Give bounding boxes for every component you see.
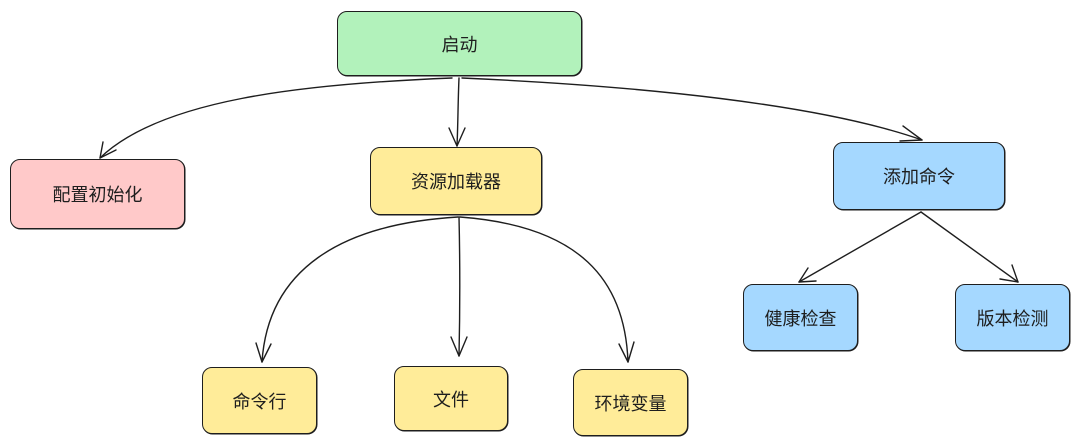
arrowhead-config — [99, 141, 117, 159]
edge-addcmd-version — [920, 211, 1019, 283]
node-env-vars[interactable]: 环境变量 — [573, 369, 688, 436]
node-config-init-label: 配置初始化 — [52, 185, 143, 206]
node-add-command[interactable]: 添加命令 — [833, 142, 1005, 210]
node-resource-loader[interactable]: 资源加载器 — [370, 147, 542, 215]
edge-start-addcmd — [461, 77, 923, 141]
node-health-check[interactable]: 健康检查 — [743, 284, 858, 351]
node-resource-loader-label: 资源加载器 — [411, 172, 501, 193]
edge-start-loader — [456, 77, 460, 147]
arrowhead-cmdline — [255, 342, 272, 363]
arrowhead-version — [999, 264, 1019, 283]
node-health-check-label: 健康检查 — [764, 308, 837, 330]
edge-loader-env — [459, 216, 629, 363]
node-command-line[interactable]: 命令行 — [202, 367, 317, 434]
arrowhead-file — [450, 336, 468, 357]
arrowhead-health — [798, 267, 817, 283]
node-file[interactable]: 文件 — [394, 366, 508, 431]
node-add-command-label: 添加命令 — [883, 167, 955, 188]
edge-loader-cmdline — [261, 216, 459, 363]
node-command-line-label: 命令行 — [232, 391, 287, 413]
node-version-check-label: 版本检测 — [976, 308, 1049, 330]
node-config-init[interactable]: 配置初始化 — [10, 159, 185, 229]
edge-start-config — [99, 77, 453, 159]
node-env-vars-label: 环境变量 — [594, 393, 667, 415]
node-file-label: 文件 — [433, 389, 469, 411]
edge-addcmd-health — [798, 211, 922, 283]
arrowhead-env — [618, 341, 635, 363]
arrowhead-addcmd — [899, 125, 923, 142]
node-version-check[interactable]: 版本检测 — [955, 284, 1070, 351]
edge-loader-file — [458, 216, 461, 357]
arrowhead-loader — [448, 127, 466, 147]
node-start[interactable]: 启动 — [337, 11, 582, 76]
node-start-label: 启动 — [441, 34, 478, 56]
